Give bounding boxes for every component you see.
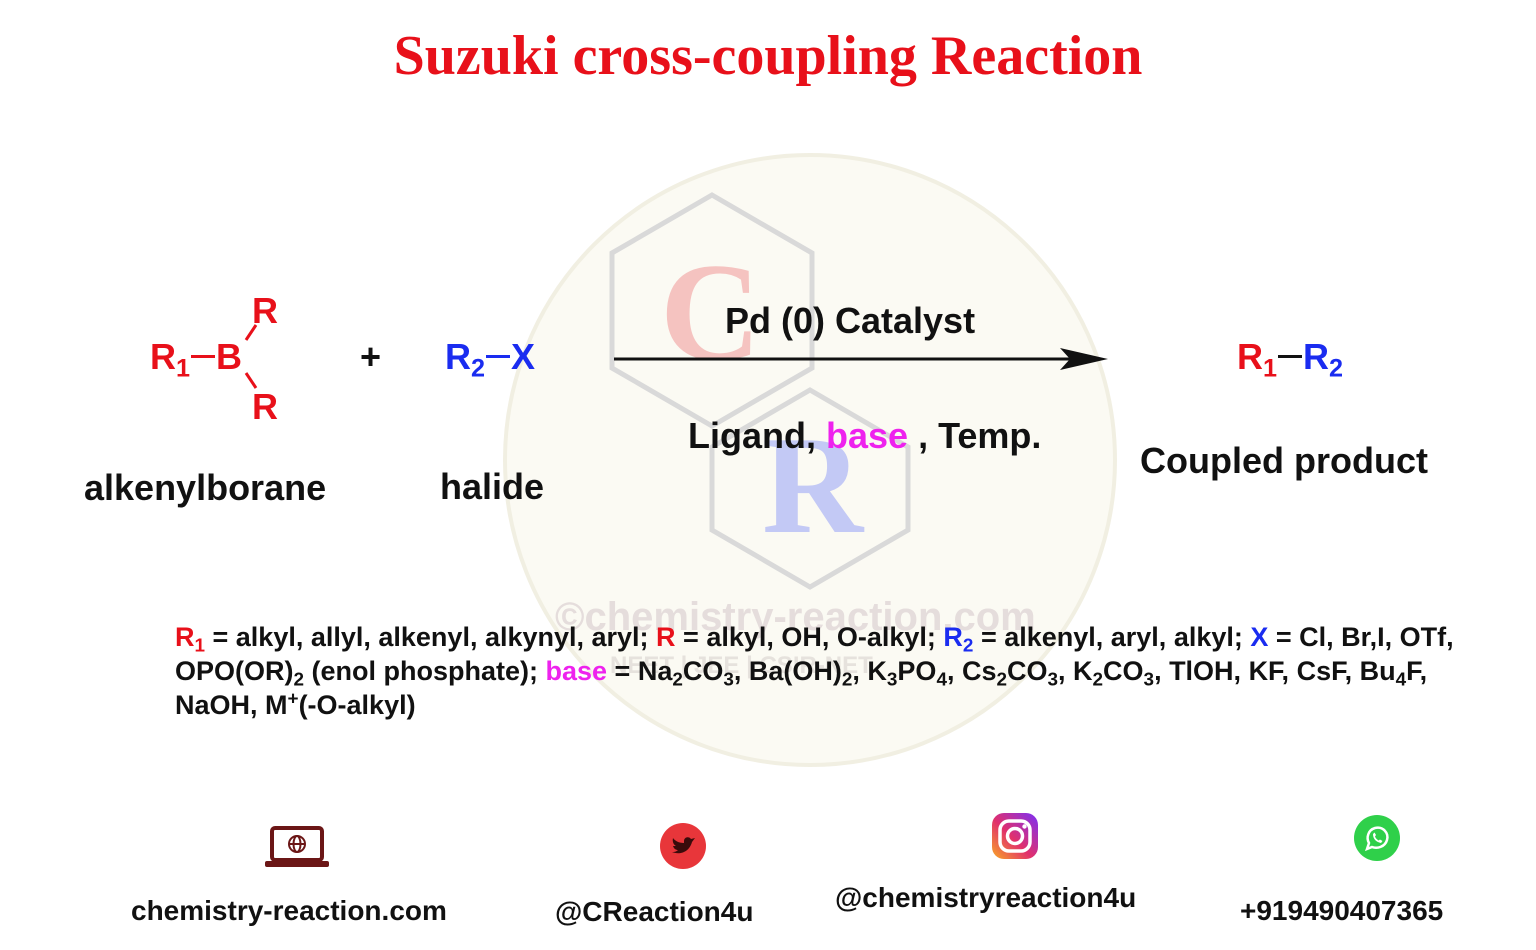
footer-website[interactable]: chemistry-reaction.com xyxy=(131,895,447,926)
conditions-above: Pd (0) Catalyst xyxy=(725,300,976,341)
conditions-below: Ligand, base , Temp. xyxy=(668,373,1041,457)
boron-bonds xyxy=(244,324,258,389)
def-x-text-2: (enol phosphate); xyxy=(304,656,546,686)
bond-b-r-top xyxy=(244,324,258,341)
reactant1-r-bottom: R xyxy=(252,386,278,427)
def-r-symbol: R xyxy=(656,622,676,652)
bond-r2-x xyxy=(486,354,511,358)
watermark-hexagon-bottom xyxy=(709,387,911,590)
twitter-icon[interactable] xyxy=(659,822,707,875)
watermark-letter-c: C xyxy=(660,235,762,390)
product-r2: R2 xyxy=(1303,336,1344,383)
def-base-symbol: base xyxy=(545,656,608,686)
reactant1-r1: R1 xyxy=(150,336,191,383)
watermark-hexagon-top xyxy=(609,192,815,429)
def-r1-text: = alkyl, allyl, alkenyl, alkynyl, aryl; xyxy=(205,622,657,652)
reactant2-formula: R2 X xyxy=(445,336,536,383)
product-label: Coupled product xyxy=(1140,440,1428,481)
watermark xyxy=(500,150,1120,770)
conditions-base: base xyxy=(826,415,909,456)
def-x-text: = Cl, Br,I, OTf, OPO(OR) xyxy=(175,622,1454,686)
watermark-tagline: NEET | JEE | CSIR-NET xyxy=(610,652,873,679)
footer-phone[interactable]: +919490407365 xyxy=(1240,895,1444,926)
def-x-sub: 2 xyxy=(293,669,305,691)
watermark-circle xyxy=(503,153,1117,767)
watermark-site-text: ©chemistry-reaction.com xyxy=(555,595,1036,639)
def-r-text: = alkyl, OH, O-alkyl; xyxy=(675,622,944,652)
bond-b-r-bottom xyxy=(244,372,258,389)
reactant1-label: alkenylborane xyxy=(84,467,327,508)
reactant1-r-top: R xyxy=(252,290,278,331)
watermark-graphic xyxy=(503,153,1117,767)
reactant1-boron: B xyxy=(216,336,243,377)
plus-sign: + xyxy=(360,336,382,377)
product-formula: R1 R2 xyxy=(1237,336,1344,383)
product-r1: R1 xyxy=(1237,336,1278,383)
laptop-icon xyxy=(264,826,330,875)
def-base-text: = Na xyxy=(607,656,673,686)
conditions-ligand: Ligand, xyxy=(688,415,827,456)
bond-r1-r2 xyxy=(1278,354,1303,358)
watermark-letter-r: R xyxy=(762,408,864,563)
instagram-icon[interactable] xyxy=(991,812,1039,865)
reactant2-x: X xyxy=(511,336,536,377)
footer-instagram[interactable]: @chemistryreaction4u xyxy=(835,882,1137,913)
bond-r1-b xyxy=(191,354,216,358)
reactant2-r2: R2 xyxy=(445,336,486,383)
page-title: Suzuki cross-coupling Reaction xyxy=(393,25,1143,87)
arrow-head xyxy=(1060,348,1108,370)
def-r2-text: = alkenyl, aryl, alkyl; xyxy=(973,622,1251,652)
conditions-temp: , Temp. xyxy=(908,415,1042,456)
reactant1-formula: R1 B xyxy=(150,336,243,383)
footer-twitter[interactable]: @CReaction4u xyxy=(555,896,754,927)
def-r2-symbol: R2 xyxy=(943,622,974,657)
def-r1-symbol: R1 xyxy=(175,622,206,657)
reactant2-label: halide xyxy=(440,466,545,507)
definitions-text: R1 = alkyl, allyl, alkenyl, alkynyl, ary… xyxy=(175,622,1454,720)
whatsapp-icon[interactable] xyxy=(1353,814,1401,867)
reaction-arrow xyxy=(614,348,1108,370)
def-x-symbol: X xyxy=(1250,622,1269,652)
